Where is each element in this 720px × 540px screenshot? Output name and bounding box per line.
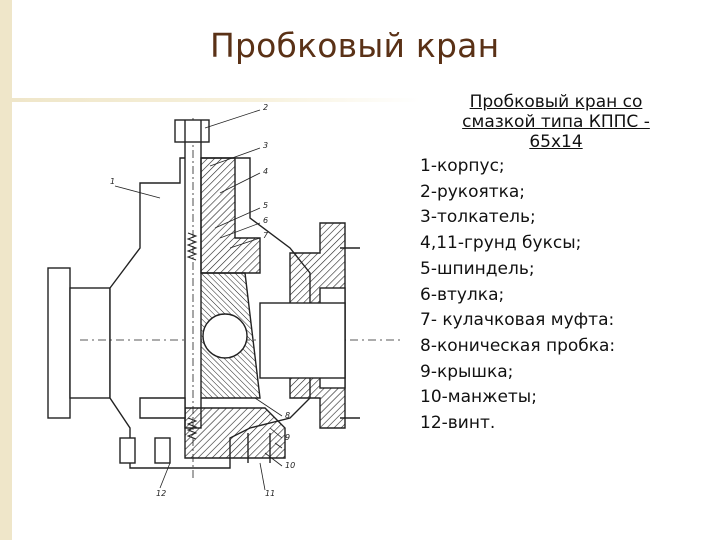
part-number-9: 9 xyxy=(285,433,290,442)
part-number-6: 6 xyxy=(263,216,268,225)
legend-item: 10-манжеты; xyxy=(420,387,537,408)
caption-line-1: Пробковый кран со xyxy=(469,92,643,112)
legend-item: 4,11-грунд буксы; xyxy=(420,233,582,254)
part-number-11: 11 xyxy=(265,489,275,498)
legend-item: 12-винт. xyxy=(420,413,496,434)
caption-line-3: 65х14 xyxy=(529,132,583,152)
legend-item: 8-коническая пробка: xyxy=(420,335,616,356)
part-number-7: 7 xyxy=(263,231,269,240)
part-number-8: 8 xyxy=(285,411,290,420)
legend-item: 9-крышка; xyxy=(420,361,514,382)
legend-item: 5-шпиндель; xyxy=(420,258,535,279)
legend-item: 6-втулка; xyxy=(420,284,505,305)
left-accent-band xyxy=(0,0,12,540)
part-number-4: 4 xyxy=(263,167,268,176)
legend-item: 2-рукоятка; xyxy=(420,181,526,202)
part-number-5: 5 xyxy=(263,201,268,210)
legend-item: 3-толкатель; xyxy=(420,207,536,228)
part-number-1: 1 xyxy=(110,177,115,186)
valve-drawing: 1 2 3 4 5 6 7 8 9 10 11 12 xyxy=(20,98,415,498)
parts-legend: 1-корпус; 2-рукоятка; 3-толкатель; 4,11-… xyxy=(420,154,710,437)
leader-lines xyxy=(114,109,283,491)
caption-line-2: смазкой типа КППС - xyxy=(462,112,650,132)
part-number-10: 10 xyxy=(285,461,295,470)
valve-drawing-svg: 1 2 3 4 5 6 7 8 9 10 11 12 xyxy=(47,103,400,498)
part-number-3: 3 xyxy=(263,141,268,150)
part-number-12: 12 xyxy=(156,489,166,498)
legend-item: 1-корпус; xyxy=(420,156,505,176)
slide-title: Пробковый кран xyxy=(210,26,500,65)
body-outline xyxy=(47,118,400,478)
title-underline xyxy=(12,98,420,102)
legend-item: 7- кулачковая муфта: xyxy=(420,310,615,331)
drawing-caption: Пробковый кран со смазкой типа КППС - 65… xyxy=(425,92,687,152)
part-number-2: 2 xyxy=(263,103,268,112)
